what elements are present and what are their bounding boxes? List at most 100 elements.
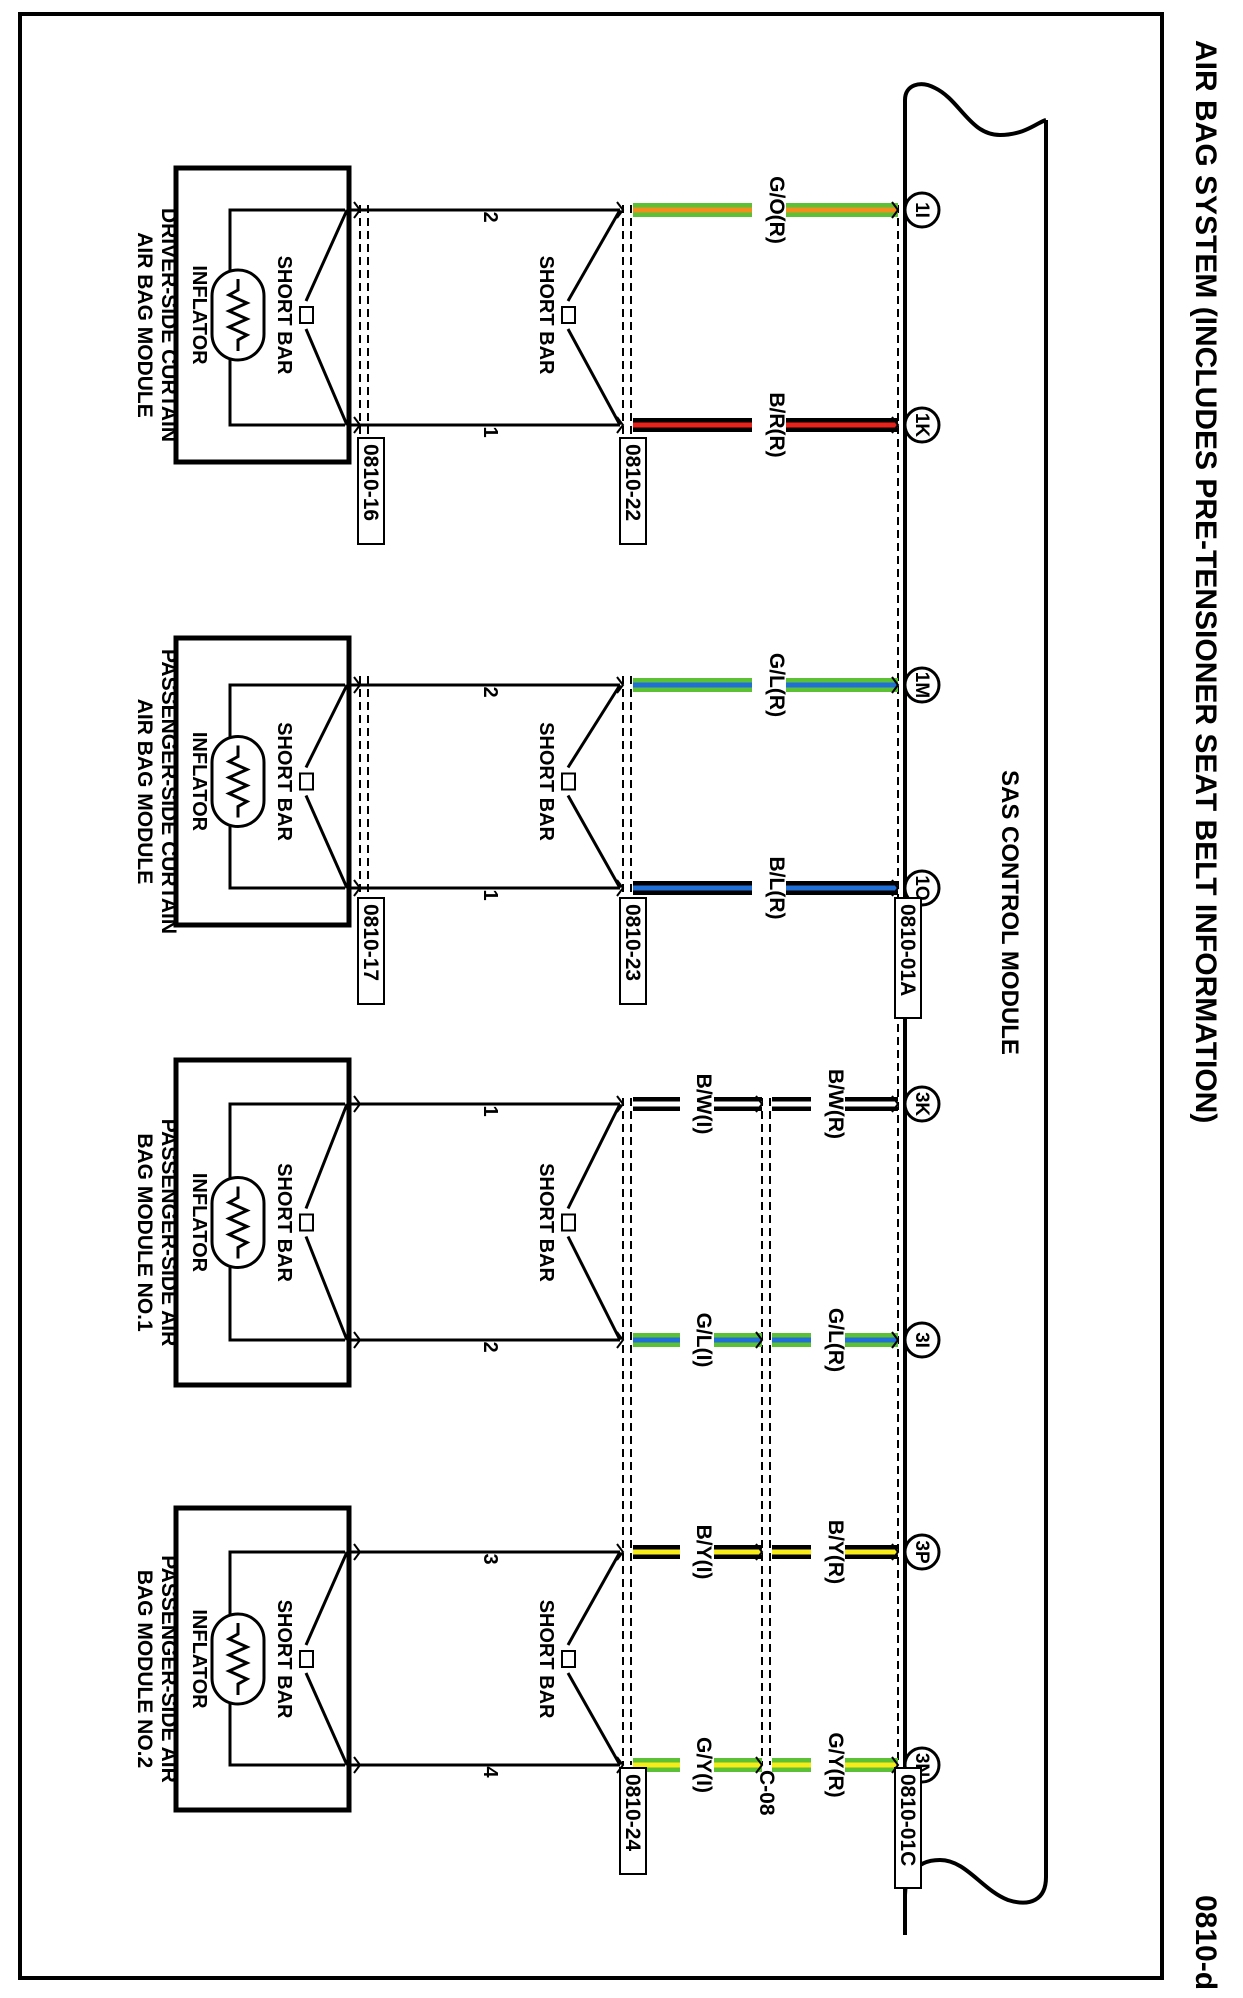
connector-arrow-icon (891, 879, 900, 897)
inflator-label: INFLATOR (188, 265, 210, 365)
wire-label-i: B/W(I) (692, 1074, 715, 1135)
short-bar-label: SHORT BAR (535, 256, 557, 375)
inflator-resistor-icon (210, 1176, 266, 1269)
short-bar-icon (299, 306, 314, 324)
short-bar-icon (299, 772, 314, 791)
module-name-line: BAG MODULE NO.1 (133, 1133, 156, 1332)
module-name-line: PASSENGER-SIDE CURTAIN (157, 649, 180, 934)
terminal-label: 1I (911, 202, 932, 218)
terminal-label: 1K (911, 413, 932, 438)
short-bar-label: SHORT BAR (273, 1600, 295, 1719)
connector-arrow-icon (616, 1543, 625, 1561)
terminal-circle (903, 406, 941, 444)
wire-label-bg (680, 1058, 714, 1150)
inflator-resistor-icon (210, 735, 266, 828)
connector-tag-0810-17: 0810-17 (357, 897, 385, 1005)
connector-labels: 0810-16 0810-22 0810-17 0810-23 0810-01A… (357, 437, 922, 1889)
wire-label: B/L(R) (765, 857, 788, 920)
wire-label-bg (680, 1294, 714, 1386)
connector-arrow-icon (891, 416, 900, 434)
short-bar-label: SHORT BAR (273, 256, 295, 375)
pin-number: 4 (479, 1766, 501, 1778)
inflator-resistor-icon (210, 1612, 266, 1706)
pin-number: 2 (479, 211, 501, 222)
wire-label: G/Y(R) (824, 1732, 847, 1797)
connector-tag-0810-16: 0810-16 (357, 437, 385, 545)
connector-tag-0810-23: 0810-23 (619, 897, 647, 1005)
connector-0810-22-label: 0810-22 (621, 444, 644, 521)
connector-arrow-icon (616, 416, 625, 434)
connector-0810-24-label: 0810-24 (621, 1774, 644, 1851)
connector-arrow-icon (616, 676, 625, 694)
pin-number: 1 (479, 889, 501, 900)
control-module-outline-top (903, 82, 1047, 1935)
wire-label-bg (811, 1506, 845, 1598)
pin-number: 1 (479, 1105, 501, 1116)
short-bar-label: SHORT BAR (273, 1163, 295, 1282)
wire-label: B/W(R) (824, 1069, 847, 1139)
short-bar-label: SHORT BAR (535, 1163, 557, 1282)
module-name-line: PASSENGER-SIDE AIR (157, 1119, 180, 1347)
page-title: AIR BAG SYSTEM (INCLUDES PRE-TENSIONER S… (1189, 40, 1222, 1123)
inflator-label: INFLATOR (188, 1173, 210, 1273)
connector-arrow-icon (353, 1331, 362, 1349)
connector-arrow-icon (353, 879, 362, 897)
connector-arrow-icon (891, 1543, 900, 1561)
connector-arrow-icon (616, 1331, 625, 1349)
wire-label: G/L(R) (824, 1308, 847, 1372)
connector-arrow-icon (755, 1095, 764, 1113)
connector-arrow-icon (755, 1543, 764, 1561)
short-bar-line (304, 1551, 349, 1646)
connector-0810-01C-label: 0810-01C (896, 1774, 919, 1866)
connector-tag-0810-24: 0810-24 (619, 1767, 647, 1875)
wire-label: G/O(R) (765, 176, 788, 244)
module-name-line: PASSENGER-SIDE AIR (157, 1555, 180, 1783)
short-bar-line (304, 209, 349, 302)
short-bar-line (566, 794, 622, 889)
wire-label: B/Y(R) (824, 1520, 847, 1584)
terminal-label: 1O (911, 875, 932, 900)
inflator-label: INFLATOR (188, 1609, 210, 1709)
short-bar-line (566, 684, 622, 769)
module-name-line: AIR BAG MODULE (133, 232, 156, 418)
short-bar-icon (561, 1650, 576, 1668)
wire-label-bg (752, 164, 786, 256)
wire-label-i: G/L(I) (692, 1313, 715, 1368)
control-module-outline (903, 120, 1048, 1935)
pin-number: 2 (479, 1341, 501, 1352)
connector-arrow-icon (616, 879, 625, 897)
wire-label-bg (752, 639, 786, 731)
wire-label-bg (752, 842, 786, 934)
terminal-circle (903, 1321, 941, 1359)
control-module-label: SAS CONTROL MODULE (996, 770, 1023, 1055)
connector-arrow-icon (755, 1331, 764, 1349)
wire-label-bg (811, 1719, 845, 1811)
wire-label-bg (811, 1058, 845, 1150)
connector-arrow-icon (891, 201, 900, 219)
short-bar-line (566, 1103, 622, 1210)
short-bar-line (304, 1235, 349, 1341)
connector-arrow-icon (353, 676, 362, 694)
page-code: 0810-d (1189, 1895, 1222, 1990)
short-bar-line (566, 328, 622, 426)
short-bar-line (566, 1551, 622, 1646)
pin-number: 2 (479, 686, 501, 697)
terminal-circle (903, 666, 941, 704)
connector-arrow-icon (353, 201, 362, 219)
connector-0810-01A-label: 0810-01A (896, 904, 919, 996)
terminal-circle (903, 1533, 941, 1571)
short-bar-icon (299, 1650, 314, 1668)
connector-arrow-icon (891, 1331, 900, 1349)
harness-short-bar: SHORT BAR (535, 209, 622, 426)
connector-arrow-icon (891, 676, 900, 694)
